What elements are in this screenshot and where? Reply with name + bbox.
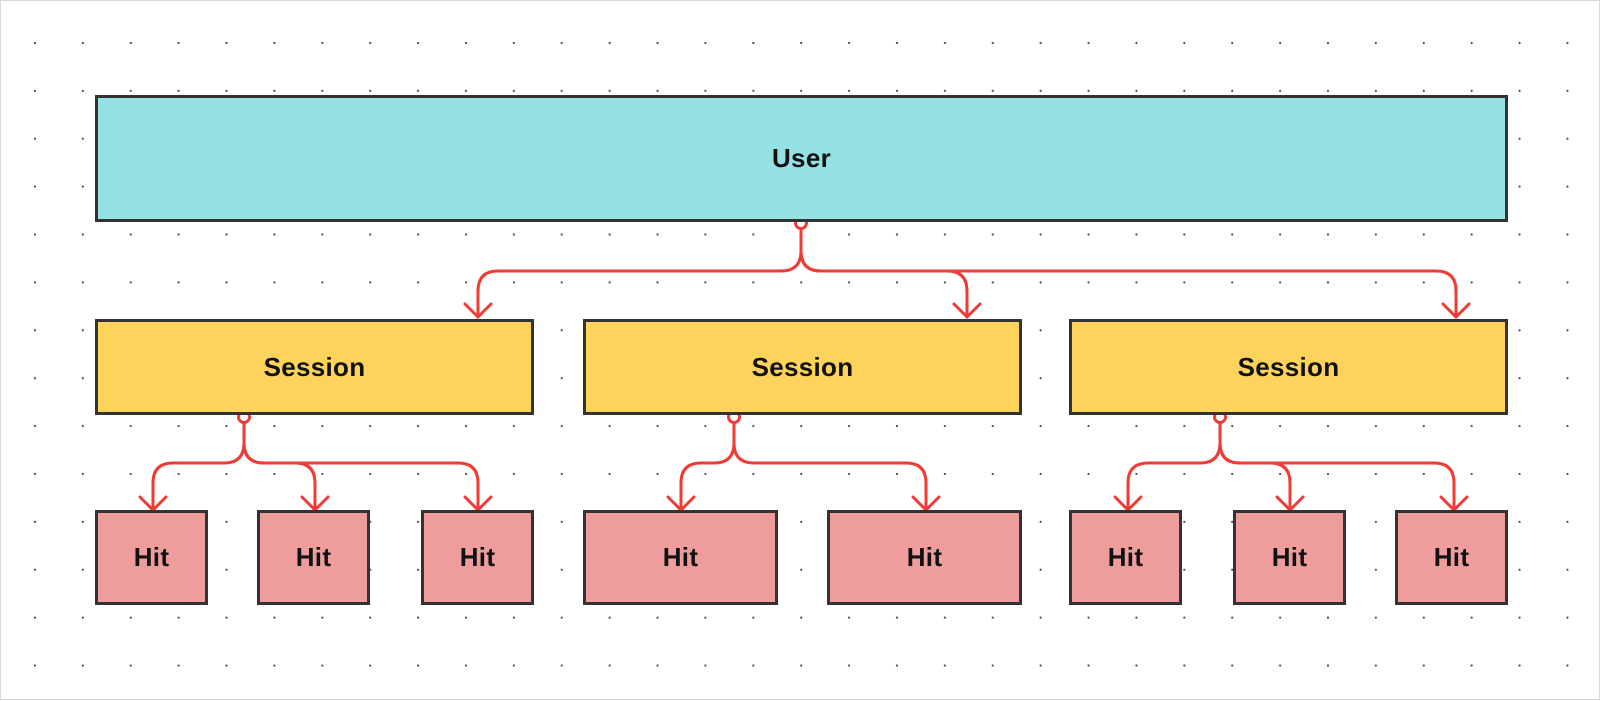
hit-node[interactable]: Hit xyxy=(1395,510,1508,605)
hit-node[interactable]: Hit xyxy=(827,510,1022,605)
connector-line xyxy=(799,221,969,319)
connector-arrowhead xyxy=(138,495,168,512)
connector-line xyxy=(732,415,928,512)
session-label: Session xyxy=(263,351,366,382)
hit-label: Hit xyxy=(662,542,699,572)
connector-arrowhead xyxy=(666,495,696,512)
connector-arrowhead xyxy=(1113,495,1143,512)
connector-line xyxy=(1218,415,1456,512)
hit-node[interactable]: Hit xyxy=(257,510,370,605)
hit-label: Hit xyxy=(133,542,170,572)
connector-arrowhead xyxy=(911,495,941,512)
session-label: Session xyxy=(751,351,854,382)
connector-line xyxy=(1218,415,1292,512)
session-node-3[interactable]: Session xyxy=(1069,319,1508,415)
connector-line xyxy=(476,221,803,319)
hit-label: Hit xyxy=(1433,542,1470,572)
connector-arrowhead xyxy=(463,495,493,512)
connector-arrowhead xyxy=(300,495,330,512)
hit-label: Hit xyxy=(295,542,332,572)
connector-arrowhead xyxy=(1441,302,1471,319)
connector-arrowhead xyxy=(1275,495,1305,512)
hit-node[interactable]: Hit xyxy=(421,510,534,605)
hit-node[interactable]: Hit xyxy=(583,510,778,605)
connector-line xyxy=(151,415,246,512)
hit-label: Hit xyxy=(906,542,943,572)
hit-node[interactable]: Hit xyxy=(1233,510,1346,605)
connector-line xyxy=(1126,415,1222,512)
user-node[interactable]: User xyxy=(95,95,1508,222)
connector-arrowhead xyxy=(952,302,982,319)
session-node-2[interactable]: Session xyxy=(583,319,1022,415)
connector-arrowhead xyxy=(463,302,493,319)
session-label: Session xyxy=(1237,351,1340,382)
user-label: User xyxy=(771,143,831,173)
hit-node[interactable]: Hit xyxy=(95,510,208,605)
connector-line xyxy=(799,221,1458,319)
connector-arrowhead xyxy=(1439,495,1469,512)
connector-line xyxy=(242,415,317,512)
hit-label: Hit xyxy=(459,542,496,572)
hit-node[interactable]: Hit xyxy=(1069,510,1182,605)
hit-label: Hit xyxy=(1271,542,1308,572)
hit-label: Hit xyxy=(1107,542,1144,572)
connector-line xyxy=(679,415,736,512)
connector-line xyxy=(242,415,480,512)
session-node-1[interactable]: Session xyxy=(95,319,534,415)
